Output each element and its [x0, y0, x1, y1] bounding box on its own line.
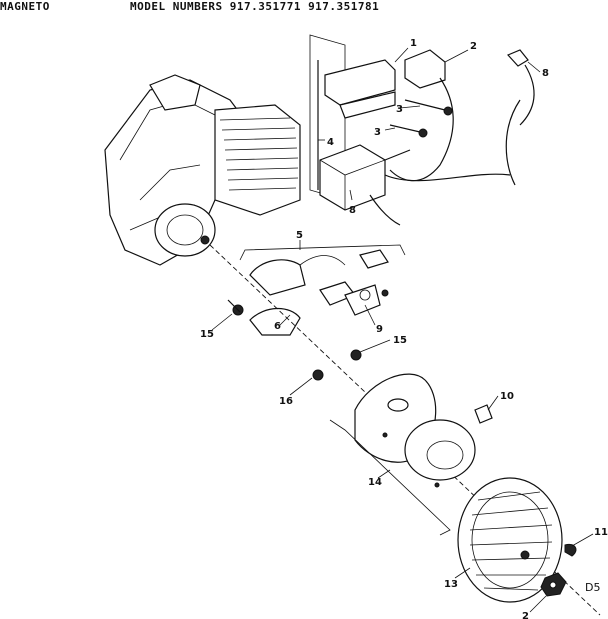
callout-5: 5 — [296, 230, 303, 241]
callout-15-left: 15 — [200, 329, 214, 340]
callout-10: 10 — [500, 391, 514, 402]
model-numbers: MODEL NUMBERS 917.351771 917.351781 — [130, 0, 380, 13]
cylinder-fins — [214, 104, 301, 216]
engine-block — [104, 74, 301, 266]
callout-6: 6 — [274, 321, 281, 332]
callout-9: 9 — [376, 324, 383, 335]
screw-3b — [389, 124, 428, 138]
callout-1: 1 — [410, 38, 417, 49]
callout-14: 14 — [368, 477, 382, 488]
callout-11: 11 — [594, 527, 608, 538]
callout-16: 16 — [279, 396, 293, 407]
cover-plate — [329, 373, 476, 536]
breaker-points-assembly — [239, 244, 406, 336]
spark-plug-boot — [389, 49, 454, 182]
key-10 — [474, 404, 493, 424]
callout-13: 13 — [444, 579, 458, 590]
coil-bracket-panel — [309, 34, 396, 201]
screw-16 — [312, 369, 324, 381]
callout-15-right: 15 — [393, 335, 407, 346]
figure-code: D5 — [585, 581, 600, 594]
ground-wire — [505, 49, 535, 186]
flywheel-nut — [540, 572, 567, 597]
section-title: MAGNETO — [0, 0, 50, 13]
callout-4: 4 — [327, 137, 334, 148]
ignition-module — [319, 144, 511, 226]
callout-3-lower: 3 — [374, 127, 381, 138]
callout-2-top: 2 — [470, 41, 477, 52]
callout-3-upper: 3 — [396, 104, 403, 115]
callout-2-bottom: 2 — [522, 611, 529, 619]
screw-15-right — [350, 349, 362, 361]
key-11 — [564, 543, 577, 557]
callout-8-module: 8 — [349, 205, 356, 216]
flywheel — [457, 477, 563, 603]
callout-8-wire: 8 — [542, 68, 549, 79]
screw-3a — [404, 99, 453, 116]
